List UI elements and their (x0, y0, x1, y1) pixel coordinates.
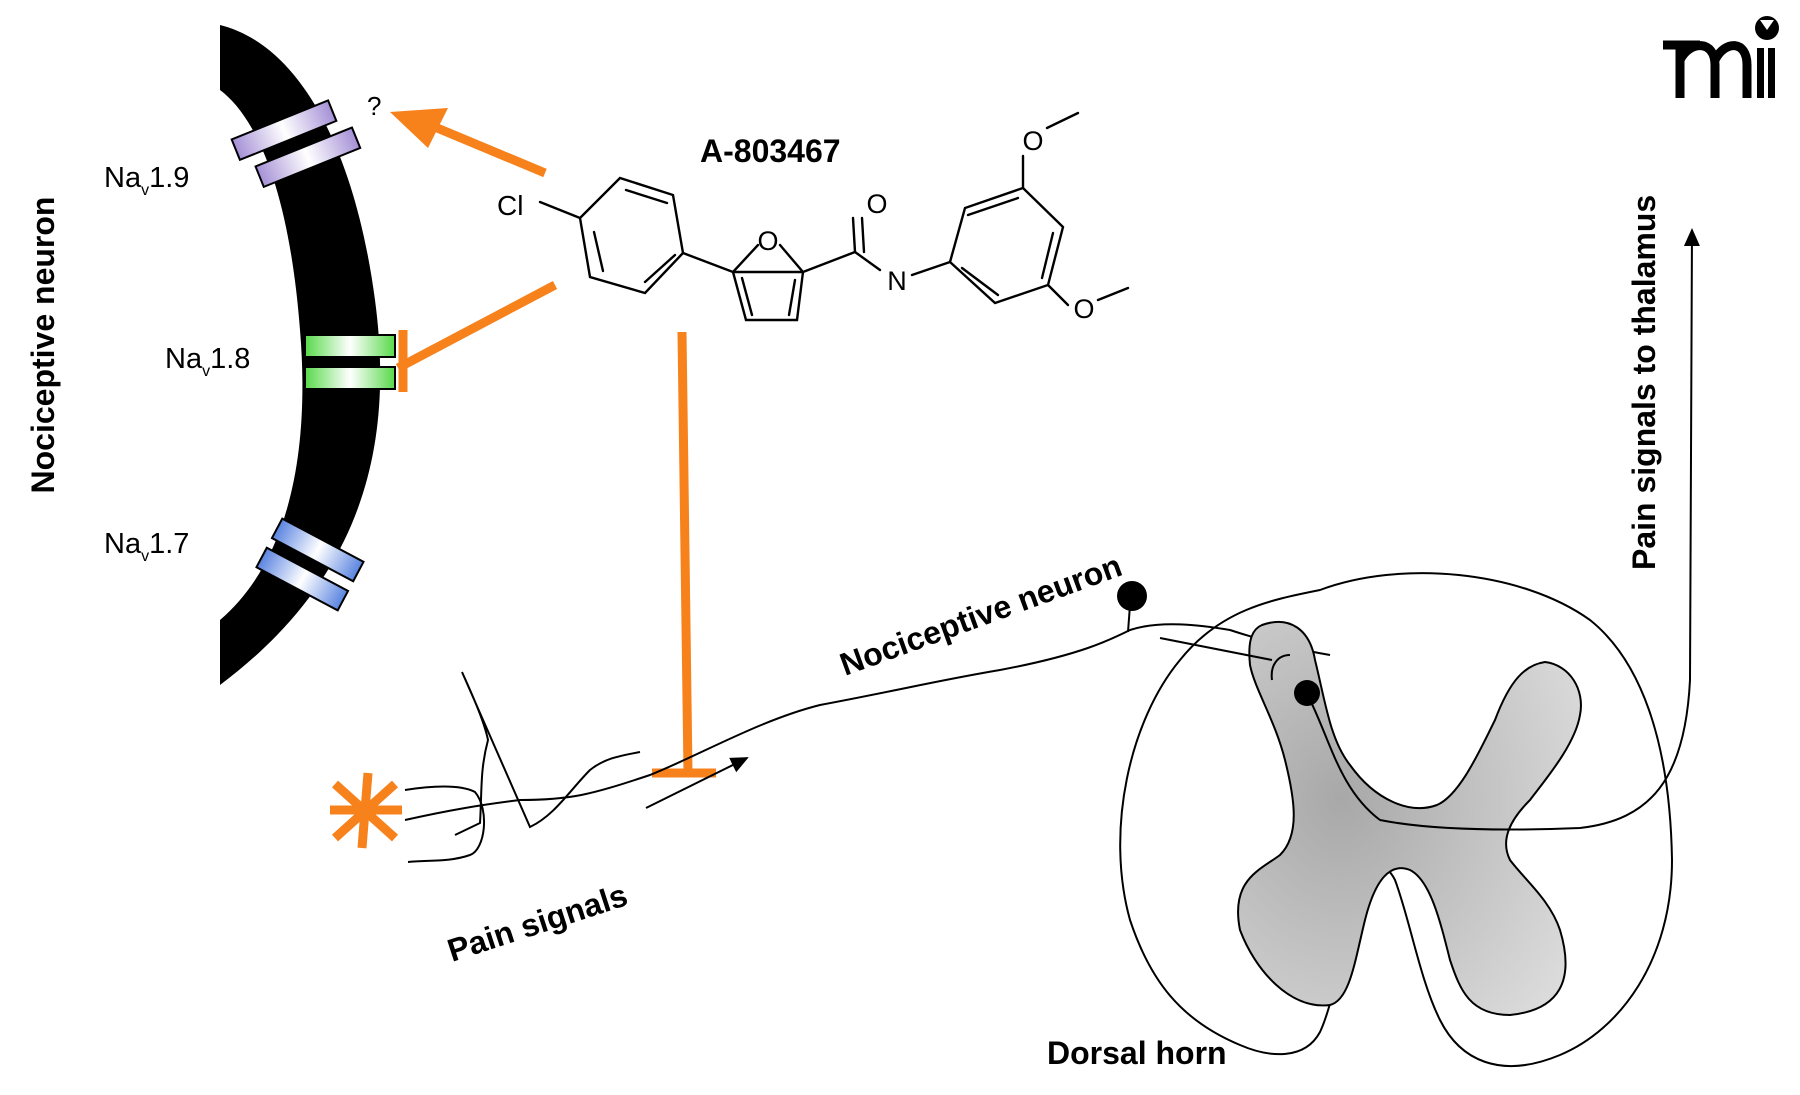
propagation-arrow (645, 757, 749, 809)
activation-arrow (390, 108, 547, 178)
nav19-channel (230, 99, 362, 189)
synapse-terminal (1270, 654, 1291, 681)
stimulus-star (330, 772, 402, 849)
nav18-channel (304, 334, 396, 390)
nav17-channel (255, 517, 365, 612)
svg-text:N: N (887, 266, 907, 296)
molecule-structure: Cl O O N O O (497, 111, 1130, 324)
svg-text:O: O (1022, 126, 1043, 156)
svg-text:O: O (1073, 294, 1094, 324)
membrane-label: Nociceptive neuron (25, 197, 61, 494)
neuron-membrane (220, 25, 381, 685)
svg-text:O: O (866, 189, 887, 219)
svg-text:Cl: Cl (497, 190, 523, 221)
nav17-label: Nav1.7 (104, 528, 189, 565)
nav18-label: Nav1.8 (165, 343, 250, 380)
second-order-neuron (1294, 680, 1320, 706)
unknown-effect-label: ? (367, 91, 381, 121)
publisher-logo (1663, 16, 1779, 98)
inhibition-signal (652, 331, 716, 778)
nerve-endings (404, 623, 1331, 863)
compound-title: A-803467 (700, 133, 841, 169)
synapse-axon (1159, 637, 1273, 661)
axon-label: Nociceptive neuron (835, 547, 1126, 682)
grey-matter (1237, 620, 1582, 1017)
cell-body (1117, 581, 1147, 611)
dorsal-horn-label: Dorsal horn (1047, 1035, 1227, 1071)
ascending-tract (1309, 228, 1700, 831)
thalamus-label: Pain signals to thalamus (1626, 195, 1662, 570)
pain-signals-label: Pain signals (443, 877, 632, 969)
action-potential-trace (454, 671, 641, 836)
inhibition-nav18 (395, 281, 558, 392)
svg-text:O: O (757, 226, 778, 256)
spinal-cord-outline (1119, 572, 1674, 1068)
nav19-label: Nav1.9 (104, 162, 189, 199)
